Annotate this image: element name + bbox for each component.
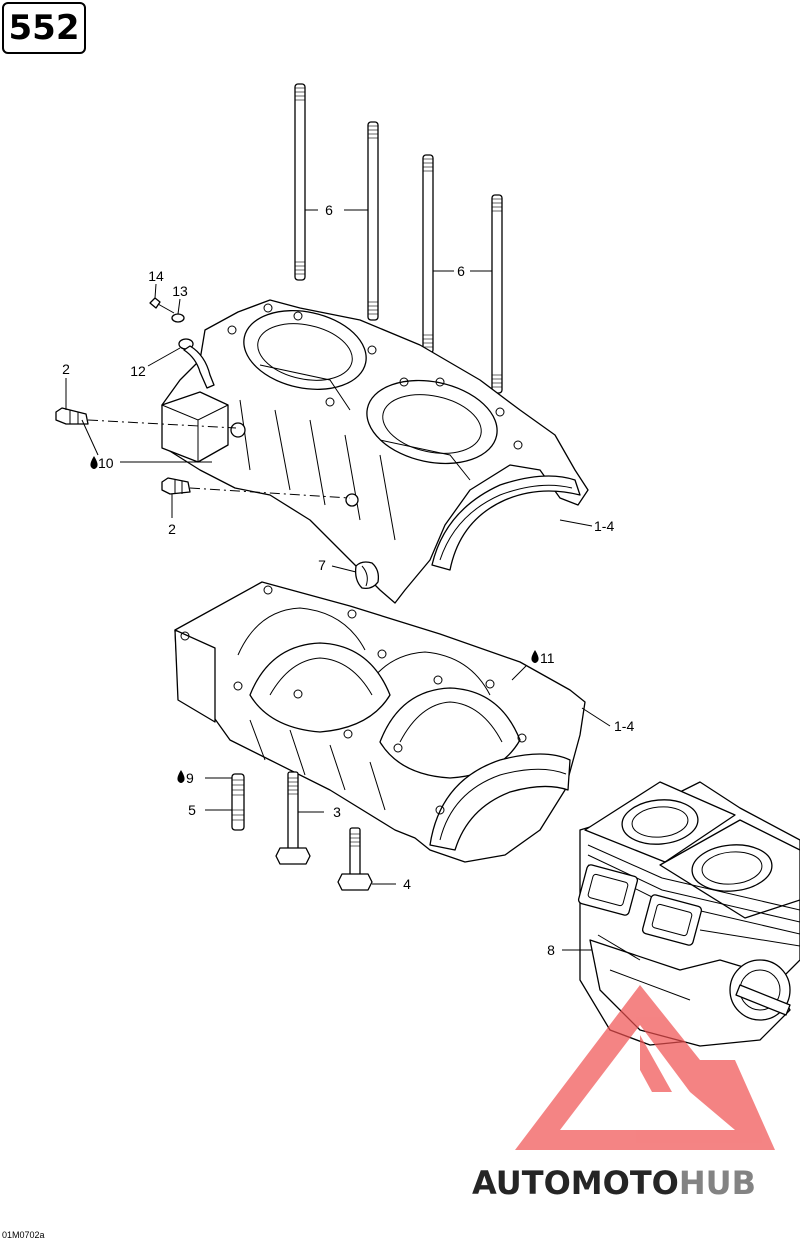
page-number: 552	[2, 2, 86, 54]
oil-drop-icon	[90, 456, 98, 469]
stud-5	[231, 773, 245, 831]
callout-label: 1-4	[594, 518, 614, 534]
callout-label: 4	[403, 876, 411, 892]
watermark-brand: AUTOMOTOHUB	[472, 1164, 756, 1202]
callout-label: 2	[62, 361, 70, 377]
callout-label: 5	[188, 802, 196, 818]
seal-7	[354, 561, 380, 590]
callout-label: 3	[333, 804, 341, 820]
stud	[294, 83, 306, 281]
lower-crankcase	[174, 581, 586, 863]
callout-label: 14	[148, 268, 164, 284]
callout-label: 7	[318, 557, 326, 573]
stud	[367, 121, 379, 321]
callout-label: 1-4	[614, 718, 634, 734]
callout-label: 6	[325, 202, 333, 218]
callout-label: 8	[547, 942, 555, 958]
callout-label: 6	[457, 263, 465, 279]
stud-6-group	[294, 83, 503, 394]
logo-triangle	[515, 985, 775, 1150]
callout-label: 13	[172, 283, 188, 299]
fitting-12	[178, 338, 215, 389]
callout-label: 10	[98, 455, 114, 471]
drawing-code: 01M0702a	[2, 1230, 45, 1240]
watermark-logo	[515, 985, 775, 1150]
upper-crankcase	[161, 299, 589, 604]
stud	[491, 194, 503, 394]
washer-13	[171, 313, 185, 323]
oil-drop-icon	[177, 770, 185, 783]
callout-label: 11	[540, 650, 555, 666]
callout-label: 9	[186, 770, 194, 786]
engine-assembly-8	[577, 781, 800, 1047]
screw-14	[149, 297, 175, 314]
bolt-4	[337, 827, 373, 891]
callout-label: 2	[168, 521, 176, 537]
plug-2-upper	[55, 407, 89, 425]
stud	[422, 154, 434, 354]
callout-label: 12	[130, 363, 146, 379]
plug-2-lower	[161, 477, 191, 495]
bolt-3	[275, 771, 311, 865]
leader-lines	[65, 209, 611, 951]
oil-drop-icon	[531, 650, 539, 663]
